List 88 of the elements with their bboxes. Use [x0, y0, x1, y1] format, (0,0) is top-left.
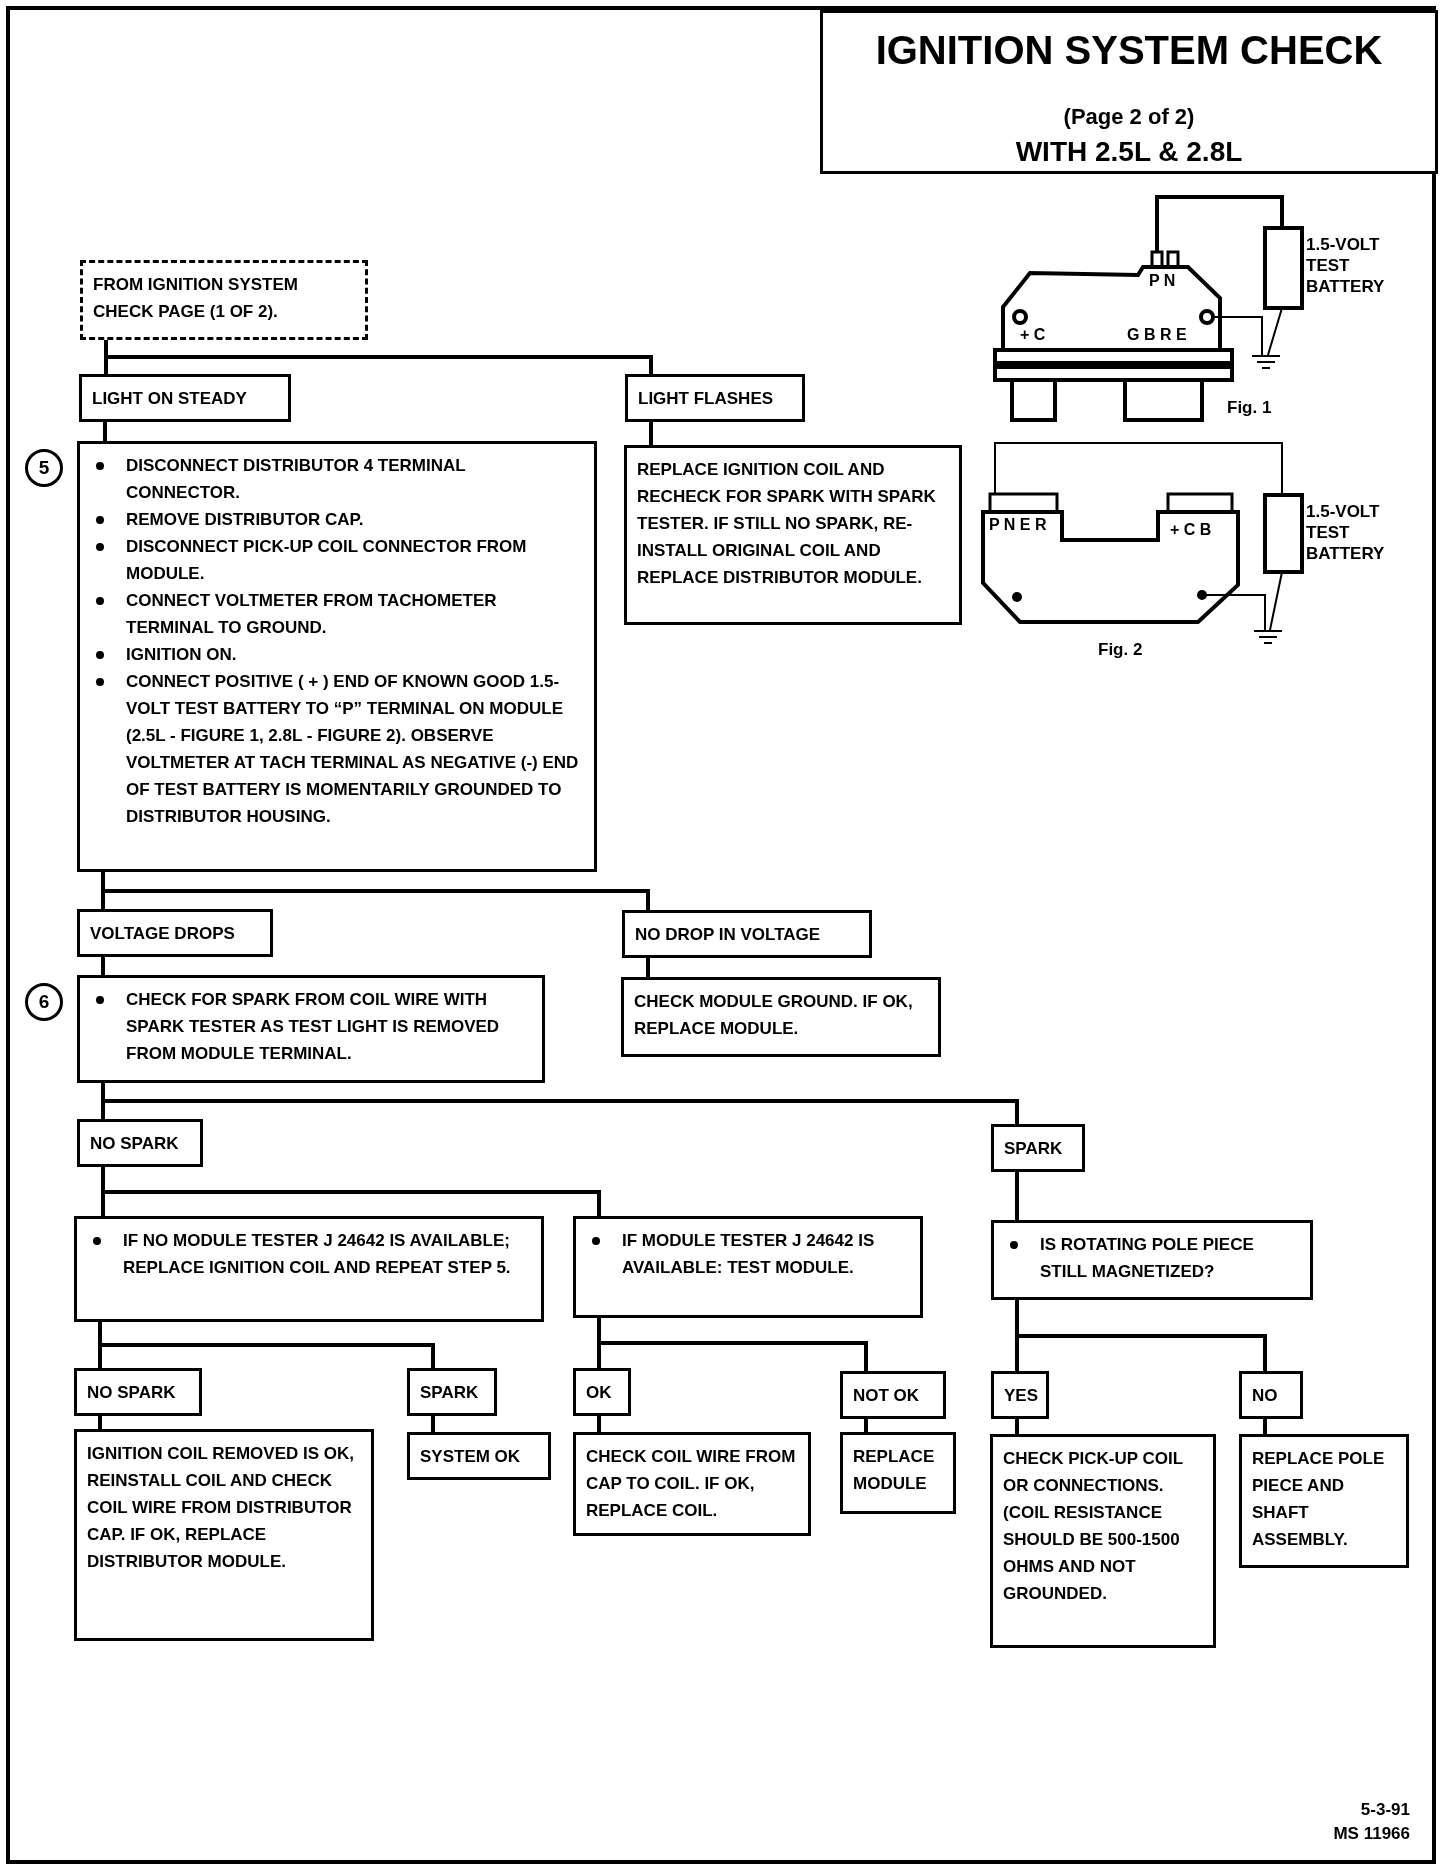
- process-box: [407, 1368, 497, 1416]
- box-text: NO SPARK: [90, 1133, 180, 1155]
- process-box: [1239, 1434, 1409, 1568]
- box-text: LIGHT ON STEADY: [92, 388, 248, 410]
- bullet-item: CONNECT VOLTMETER FROM TACHOMETER TERMINAL TO GROUND.: [90, 587, 584, 641]
- subtitle: (Page 2 of 2): [1062, 104, 1196, 130]
- connector-line: [646, 958, 650, 977]
- box-text: CHECK COIL WIRE FROM CAP TO COIL. IF OK, REPLACE COIL.: [586, 1446, 797, 1522]
- box-text: CHECK MODULE GROUND. IF OK, REPLACE MODULE.: [634, 991, 914, 1040]
- box-text: OK: [586, 1382, 613, 1404]
- connector-line: [98, 1322, 435, 1368]
- terminal-label: P N E R: [989, 516, 1047, 534]
- battery-label: 1.5-VOLT TEST BATTERY: [1306, 234, 1386, 297]
- process-box: [1239, 1371, 1303, 1419]
- process-box: [621, 977, 941, 1057]
- connector-line: [1015, 1172, 1019, 1220]
- box-text: SPARK: [420, 1382, 480, 1404]
- date-code: 5-3-91: [1359, 1800, 1410, 1820]
- process-box: [840, 1432, 956, 1514]
- step-box: [991, 1220, 1313, 1300]
- bullet-item: IF NO MODULE TESTER J 24642 IS AVAILABLE; REPLACE IGNITION COIL AND REPEAT STEP 5.: [87, 1227, 531, 1281]
- connector-line: [864, 1419, 868, 1432]
- subtitle: WITH 2.5L & 2.8L: [1014, 136, 1244, 168]
- connector-line: [1263, 1419, 1267, 1434]
- connector-line: [103, 422, 107, 441]
- box-text: NO SPARK: [87, 1382, 177, 1404]
- bullet-item: IGNITION ON.: [90, 641, 584, 668]
- bullet-item: CONNECT POSITIVE ( + ) END OF KNOWN GOOD 1.5-VOLT TEST BATTERY TO “P” TERMINAL ON MODULE (2.5L - FIGURE 1, 2.8L - FIGURE 2). OBSERVE VOLTMETER AT TACH TERMINAL AS NEGATIVE (-) END OF TEST BATTERY IS MOMENTARILY GROUNDED TO DISTRIBUTOR HOUSING.: [90, 668, 584, 830]
- box-text: NO DROP IN VOLTAGE: [635, 924, 822, 946]
- step-box: [74, 1216, 544, 1322]
- terminal-label: + C B: [1170, 521, 1212, 539]
- box-text: YES: [1004, 1385, 1036, 1407]
- process-box: [991, 1371, 1049, 1419]
- terminal-label: + C: [1020, 326, 1046, 344]
- connector-line: [98, 1416, 102, 1429]
- step-number: 5: [25, 449, 63, 487]
- process-box: [74, 1429, 374, 1641]
- step-box: [77, 975, 545, 1083]
- figure-label: Fig. 2: [1098, 640, 1143, 660]
- box-text: REPLACE POLE PIECE AND SHAFT ASSEMBLY.: [1252, 1448, 1386, 1551]
- bullet-item: IF MODULE TESTER J 24642 IS AVAILABLE: TEST MODULE.: [586, 1227, 910, 1281]
- figure-label: Fig. 1: [1227, 398, 1272, 418]
- bullet-item: DISCONNECT DISTRIBUTOR 4 TERMINAL CONNECTOR.: [90, 452, 584, 506]
- box-text: REPLACE IGNITION COIL AND RECHECK FOR SPARK WITH SPARK TESTER. IF STILL NO SPARK, RE-INSTALL ORIGINAL COIL AND REPLACE DISTRIBUTOR MODULE.: [637, 459, 937, 589]
- box-text: CHECK PICK-UP COIL OR CONNECTIONS. (COIL RESISTANCE SHOULD BE 500-1500 OHMS AND NOT GROUNDED.: [1003, 1448, 1184, 1605]
- box-text: SPARK: [1004, 1138, 1064, 1160]
- process-box: [77, 1119, 203, 1167]
- process-box: [991, 1124, 1085, 1172]
- bullet-item: IS ROTATING POLE PIECE STILL MAGNETIZED?: [1004, 1231, 1300, 1285]
- process-box: [625, 374, 805, 422]
- box-text: NO: [1252, 1385, 1279, 1407]
- connector-line: [431, 1416, 435, 1432]
- step-box: [77, 441, 597, 872]
- connector-line: [1015, 1300, 1267, 1371]
- process-box: [990, 1434, 1216, 1648]
- terminal-label: P N: [1149, 272, 1176, 290]
- process-box: [840, 1371, 946, 1419]
- title: IGNITION SYSTEM CHECK: [874, 28, 1384, 73]
- bullet-item: REMOVE DISTRIBUTOR CAP.: [90, 506, 584, 533]
- process-box: [573, 1368, 631, 1416]
- process-box: [80, 260, 368, 340]
- document-number: MS 11966: [1332, 1824, 1410, 1844]
- connector-line: [597, 1318, 868, 1371]
- connector-line: [101, 1167, 601, 1216]
- box-text: VOLTAGE DROPS: [90, 923, 236, 945]
- connector-line: [649, 422, 653, 445]
- bullet-item: CHECK FOR SPARK FROM COIL WIRE WITH SPARK TESTER AS TEST LIGHT IS REMOVED FROM MODULE TERMINAL.: [90, 986, 532, 1067]
- process-box: [77, 909, 273, 957]
- box-text: SYSTEM OK: [420, 1446, 522, 1468]
- connector-line: [597, 1416, 601, 1432]
- box-text: REPLACE MODULE: [853, 1446, 936, 1495]
- box-text: LIGHT FLASHES: [638, 388, 775, 410]
- process-box: [624, 445, 962, 625]
- process-box: [79, 374, 291, 422]
- box-text: FROM IGNITION SYSTEM CHECK PAGE (1 OF 2).: [93, 274, 299, 323]
- box-text: IGNITION COIL REMOVED IS OK, REINSTALL COIL AND CHECK COIL WIRE FROM DISTRIBUTOR CAP. IF OK, REPLACE DISTRIBUTOR MODULE.: [87, 1443, 355, 1573]
- step-box: [573, 1216, 923, 1318]
- process-box: [573, 1432, 811, 1536]
- bullet-item: DISCONNECT PICK-UP COIL CONNECTOR FROM MODULE.: [90, 533, 584, 587]
- battery-label: 1.5-VOLT TEST BATTERY: [1306, 501, 1386, 564]
- terminal-label: G B R E: [1127, 326, 1187, 344]
- connector-line: [101, 957, 105, 975]
- process-box: [74, 1368, 202, 1416]
- connector-line: [1015, 1419, 1019, 1434]
- box-text: NOT OK: [853, 1385, 921, 1407]
- process-box: [407, 1432, 551, 1480]
- step-number: 6: [25, 983, 63, 1021]
- process-box: [622, 910, 872, 958]
